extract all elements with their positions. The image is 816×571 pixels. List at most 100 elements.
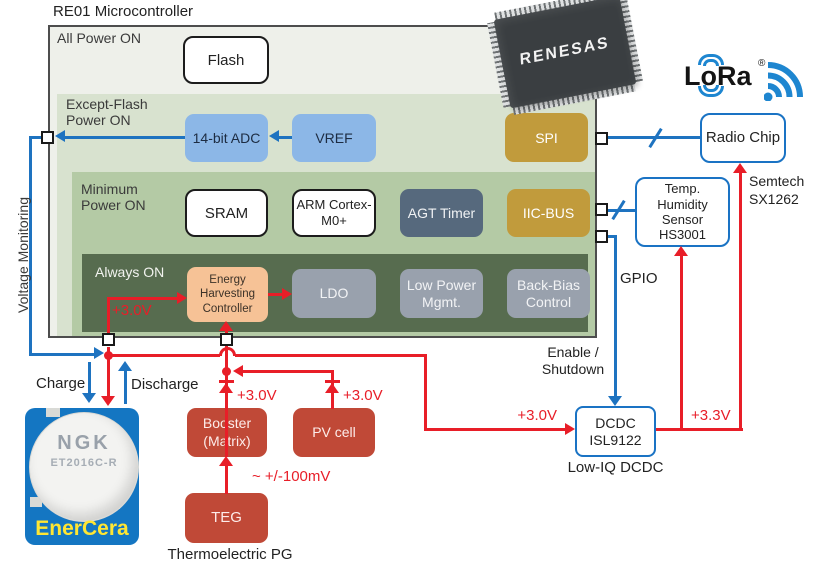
dcdc-box: DCDC ISL9122: [575, 406, 656, 457]
teg-caption: Thermoelectric PG: [167, 546, 293, 563]
arrowhead: [233, 365, 243, 377]
battery-wire: [107, 347, 110, 398]
dcdc-caption: Low-IQ DCDC: [567, 459, 664, 476]
ehc-feed-wire: [107, 297, 178, 300]
iic-sensor-wire: [606, 209, 635, 212]
vref-block: VREF: [292, 114, 376, 162]
ehc-feed-wire: [107, 299, 110, 333]
connector-pad-gpio: [595, 230, 608, 243]
flash-block: Flash: [183, 36, 269, 84]
gpio-label: GPIO: [620, 270, 658, 287]
arrowhead: [608, 396, 622, 406]
power-rail-wire: [110, 354, 220, 357]
sensor-power-wire: [680, 255, 683, 431]
diode-icon: [219, 383, 233, 393]
diode-icon: [325, 380, 340, 383]
battery-tab: [30, 497, 42, 507]
battery-product: EnerCera: [35, 517, 129, 540]
battery-model: ET2016C-R: [50, 457, 118, 469]
arrowhead: [269, 130, 279, 142]
monitor-wire: [29, 353, 95, 356]
arrowhead: [177, 292, 187, 304]
connector-pad-adc: [41, 131, 54, 144]
v30-dcdc-label: +3.0V: [517, 407, 557, 424]
lora-ripple-icon: [698, 86, 724, 97]
connector-pad-spi: [595, 132, 608, 145]
teg-millivolt-label: ~ +/-100mV: [252, 468, 331, 485]
arrowhead: [733, 163, 747, 173]
arrowhead: [82, 393, 96, 403]
vref-adc-wire: [278, 136, 292, 139]
domain-minimum-label: Minimum Power ON: [81, 181, 146, 214]
arrowhead: [101, 396, 115, 406]
wire-crossover-hop: [219, 347, 236, 356]
agt-timer-block: AGT Timer: [400, 189, 483, 237]
arrowhead: [282, 288, 292, 300]
connector-pad-battery: [102, 333, 115, 346]
teg-wire: [225, 462, 228, 494]
radio-power-wire: [739, 170, 742, 431]
connector-pad-harvest: [220, 333, 233, 346]
lora-logo: LoRa ®: [684, 54, 816, 104]
arrowhead: [674, 246, 688, 256]
arrowhead: [94, 347, 104, 359]
discharge-label: Discharge: [131, 376, 199, 393]
renesas-chip-image: RENESAS: [485, 0, 644, 117]
arrowhead: [219, 321, 233, 331]
arrowhead: [565, 423, 575, 435]
arrowhead: [118, 361, 132, 371]
power-rail-wire: [424, 354, 427, 431]
adc-monitor-wire: [60, 136, 185, 139]
lora-ripple-icon: [698, 54, 724, 65]
battery-brand: NGK: [57, 432, 111, 454]
charge-label: Charge: [36, 375, 86, 392]
arrowhead: [219, 456, 233, 466]
renesas-logo: RENESAS: [519, 34, 611, 69]
enable-shutdown-label: Enable / Shutdown: [541, 344, 605, 377]
lora-ripple-icon: [703, 85, 719, 92]
arm-core-block: ARM Cortex-M0+: [292, 189, 376, 237]
iic-bus-block: IIC-BUS: [507, 189, 590, 237]
dcdc-input-wire: [424, 428, 566, 431]
energy-harvesting-controller-block: Energy Harvesting Controller: [187, 267, 268, 322]
radio-wave-fan-icon: [764, 62, 803, 101]
spi-block: SPI: [505, 113, 588, 162]
monitor-wire: [29, 136, 32, 356]
v30-booster-label: +3.0V: [237, 387, 277, 404]
diode-icon: [219, 380, 234, 383]
connector-pad-iic: [595, 203, 608, 216]
domain-except-flash-label: Except-Flash Power ON: [66, 96, 148, 129]
junction-dot: [222, 367, 231, 376]
monitor-wire: [29, 136, 43, 139]
registered-mark: ®: [758, 58, 766, 69]
humidity-sensor-box: Temp. Humidity Sensor HS3001: [635, 177, 730, 247]
pv-cell-box: PV cell: [293, 408, 375, 457]
pv-wire: [242, 370, 333, 373]
battery-tab: [46, 408, 60, 417]
ldo-block: LDO: [292, 269, 376, 318]
teg-box: TEG: [185, 493, 268, 543]
voltage-monitoring-label: Voltage Monitoring: [15, 197, 31, 313]
arrowhead: [55, 130, 65, 142]
coin-cell-image: [29, 412, 139, 522]
radio-chip-box: Radio Chip: [700, 113, 786, 163]
discharge-arrow-wire: [124, 370, 127, 404]
diode-icon: [325, 383, 339, 393]
gpio-wire: [614, 235, 617, 398]
domain-always-label: Always ON: [95, 264, 165, 280]
harvest-riser-wire: [225, 330, 228, 457]
dcdc-output-wire: [656, 428, 743, 431]
lora-ripple-icon: [703, 59, 719, 66]
radio-chip-caption: Semtech SX1262: [749, 173, 805, 207]
junction-dot: [104, 351, 113, 360]
v30-battery-label: +3.0V: [112, 302, 152, 319]
domain-all-label: All Power ON: [57, 30, 142, 46]
low-power-mgmt-block: Low Power Mgmt.: [400, 269, 483, 318]
v33-label: +3.3V: [691, 407, 731, 424]
power-rail-wire: [235, 354, 427, 357]
ehc-ldo-wire: [268, 293, 283, 296]
v30-pv-label: +3.0V: [343, 387, 383, 404]
diagram-title: RE01 Microcontroller: [53, 3, 194, 20]
back-bias-control-block: Back-Bias Control: [507, 269, 590, 318]
